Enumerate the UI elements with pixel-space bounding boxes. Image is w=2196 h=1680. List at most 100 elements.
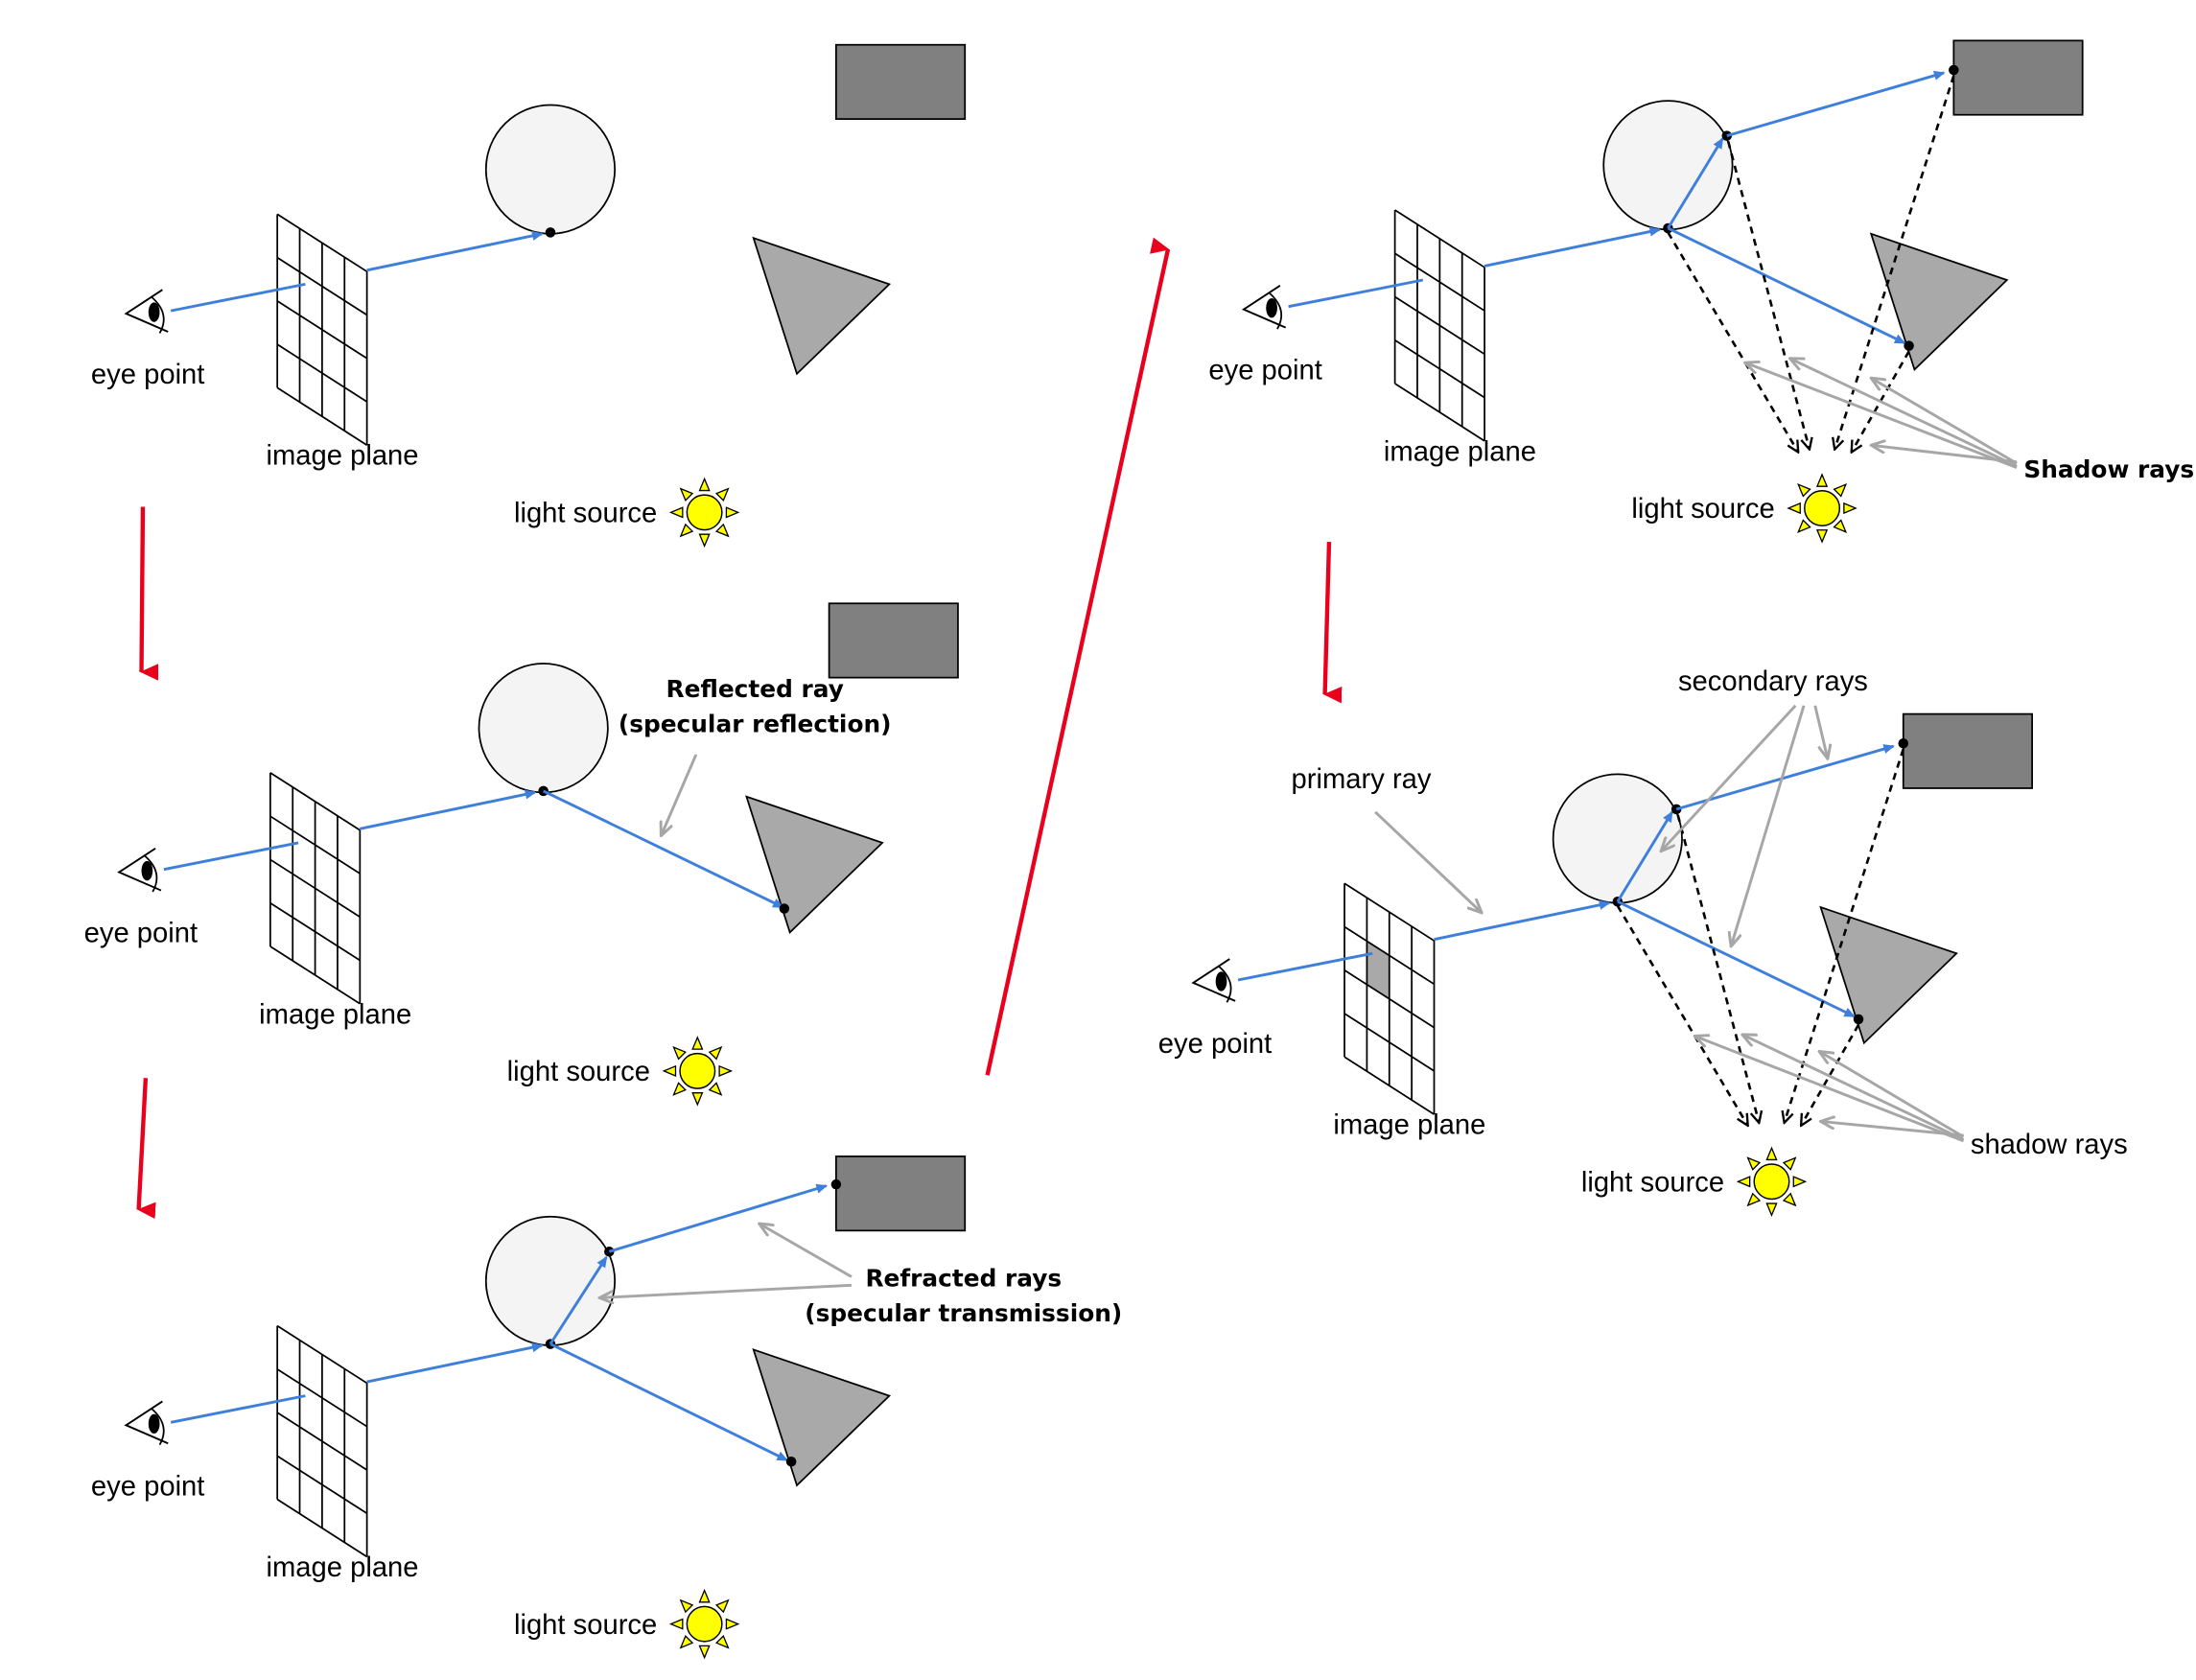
reflected-ray [1667,226,1906,345]
shadow-callout-arrow-2 [1789,359,2018,468]
grid-line [1343,1013,1435,1072]
shadow-ray-4 [1852,350,1910,452]
shadow-callout-arrow-2 [1742,1035,1965,1141]
shadow-callout-arrow-3 [1819,1051,1965,1138]
reflected-ray [549,1342,789,1462]
primary-ray [1483,226,1662,268]
sun-ray [718,1064,734,1077]
primary-ray-label: primary ray [1292,764,1432,795]
light-source-label: light source [514,499,657,529]
sun-ray [698,1645,711,1660]
sun-icon [1787,473,1857,544]
eye-pupil [1266,297,1277,318]
sun-ray [691,1092,704,1107]
primary-ray-segment [163,841,299,872]
image-plane-label: image plane [266,441,418,472]
image-plane-grid [269,772,362,1005]
image-plane-label: image plane [259,999,411,1030]
sun-disc [1753,1163,1790,1201]
box-object [1952,39,2084,116]
eye-lid [143,854,158,893]
sun-ray [668,1618,684,1630]
shadow-callout-arrow-3 [1871,378,2018,465]
shadow-ray-2 [1726,141,1810,449]
eye-icon [117,847,162,893]
sun-ray [679,1598,694,1614]
sun-disc [679,1052,716,1089]
grid-line [276,343,368,403]
sun-ray [1765,1146,1778,1161]
grid-line [269,945,361,1005]
grid-line [276,1498,368,1558]
primary-ray-segment [1288,278,1424,309]
step-arrow-3-to-4 [985,237,1171,1076]
eye-point-label: eye point [84,919,198,949]
image-plane-grid [1393,209,1485,442]
eye-outline [1241,285,1287,329]
eye-outline [124,1400,169,1445]
sun-ray [1792,1176,1808,1188]
shadow-callout-arrow-1 [1745,362,2018,470]
refracted-ray-out [608,1183,829,1253]
refracted-ray-inside [1667,137,1724,229]
eye-icon [124,1400,169,1446]
secondary-callout-arrow-3 [1813,705,1828,758]
sun-icon [668,477,740,548]
light-source-label: light source [514,1610,657,1641]
triangle-object [1819,905,1958,1045]
grid-line [1343,969,1435,1029]
eye-pupil [148,302,160,322]
eye-lid [151,1408,165,1446]
shadow-ray-4 [1801,1024,1860,1126]
image-plane-label: image plane [1333,1110,1485,1141]
highlighted-pixel [1367,941,1390,999]
grid-line [276,300,368,360]
primary-ray [360,789,537,830]
sun-ray [698,477,711,492]
shadow-ray-1 [1616,904,1748,1126]
sun-ray [714,487,730,502]
primary-ray-segment [170,1394,306,1424]
image-plane-grid [276,1324,368,1558]
sun-ray [1797,482,1811,498]
sun-ray [698,533,711,548]
sun-disc [686,494,723,531]
sun-disc [1804,490,1841,526]
sun-disc [686,1605,723,1643]
eye-icon [1191,958,1236,1003]
sun-ray [725,1618,740,1630]
sun-ray [662,1064,677,1077]
shadow-callout-arrow-1 [1694,1036,1965,1143]
grid-line [269,858,361,918]
eye-lid [151,295,165,334]
sun-ray [714,1598,730,1614]
box-hit-point [1949,64,1959,76]
eye-pupil [1215,971,1227,992]
grid-line [1394,339,1485,399]
triangle-object [1869,232,2009,372]
shadow-rays-title: Shadow rays [2023,455,2194,483]
image-plane-grid [1343,882,1436,1115]
sun-ray [708,1045,723,1061]
primary-ray [366,230,544,272]
grid-line [1394,383,1485,442]
sun-ray [1797,519,1811,533]
primary-ray-segment [170,282,306,313]
reflected-ray-subtitle: (specular reflection) [619,711,892,738]
shadow-callout-arrow-4 [1821,1121,1964,1137]
triangle-hit-point [785,1456,797,1467]
triangle-object [752,1348,892,1487]
shadow-ray-1 [1667,231,1798,452]
shadow-rays-label: shadow rays [1971,1130,2128,1160]
image-plane-grid [276,213,368,446]
step-arrows [136,237,1343,1220]
sun-icon [668,1588,740,1660]
grid-line [1343,1056,1435,1115]
refracted-rays-title: Refracted rays [865,1265,1062,1293]
eye-point-label: eye point [91,360,204,390]
light-source-label: light source [507,1057,650,1087]
sun-ray [1782,1156,1797,1171]
